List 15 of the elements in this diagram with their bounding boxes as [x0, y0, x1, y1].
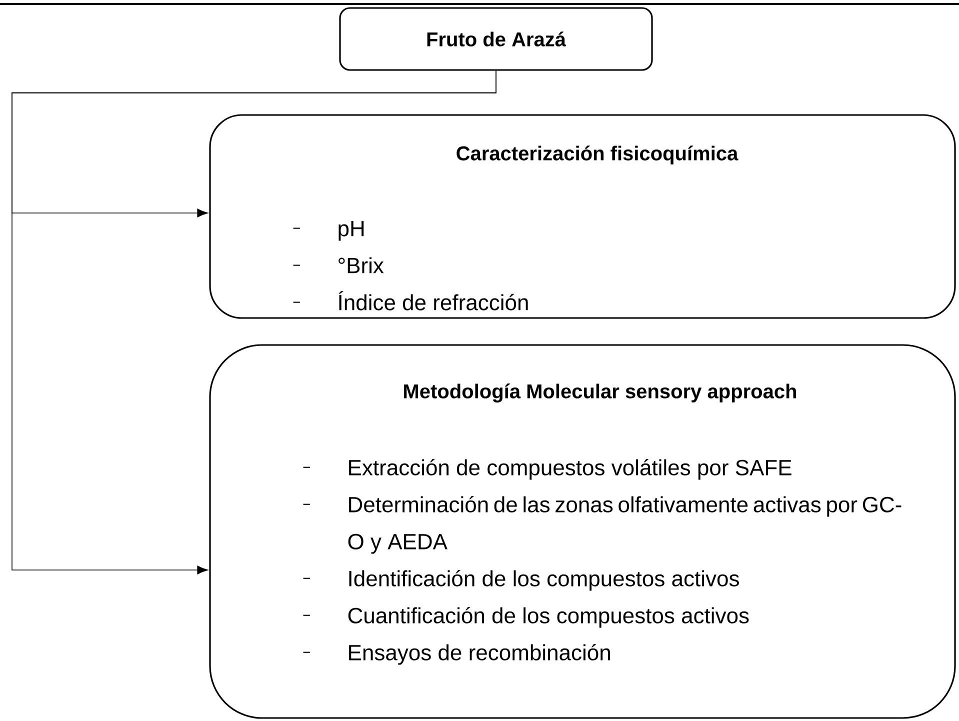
list-item: Índice de refracción	[293, 291, 528, 310]
list-item: Determinación de las zonas olfativamente activas por GC-O y AEDA	[303, 496, 902, 554]
rounded-box	[209, 344, 956, 719]
list-item: Identificación de los compuestos activos	[303, 570, 739, 591]
list-item: Ensayos de recombinación	[303, 644, 610, 665]
list-item: pH	[293, 221, 364, 241]
list-item: Cuantificación de los compuestos activos	[303, 607, 749, 628]
rounded-box	[339, 7, 653, 71]
rounded-box	[209, 114, 956, 319]
arrow	[12, 70, 496, 574]
list-item: °Brix	[293, 257, 384, 274]
heading: Caracterización fisicoquímica	[456, 146, 738, 164]
heading: Fruto de Arazá	[427, 32, 566, 46]
list-item: Extracción de compuestos volátiles por SAFE	[303, 459, 792, 480]
heading: Metodología Molecular sensory approach	[404, 384, 796, 402]
